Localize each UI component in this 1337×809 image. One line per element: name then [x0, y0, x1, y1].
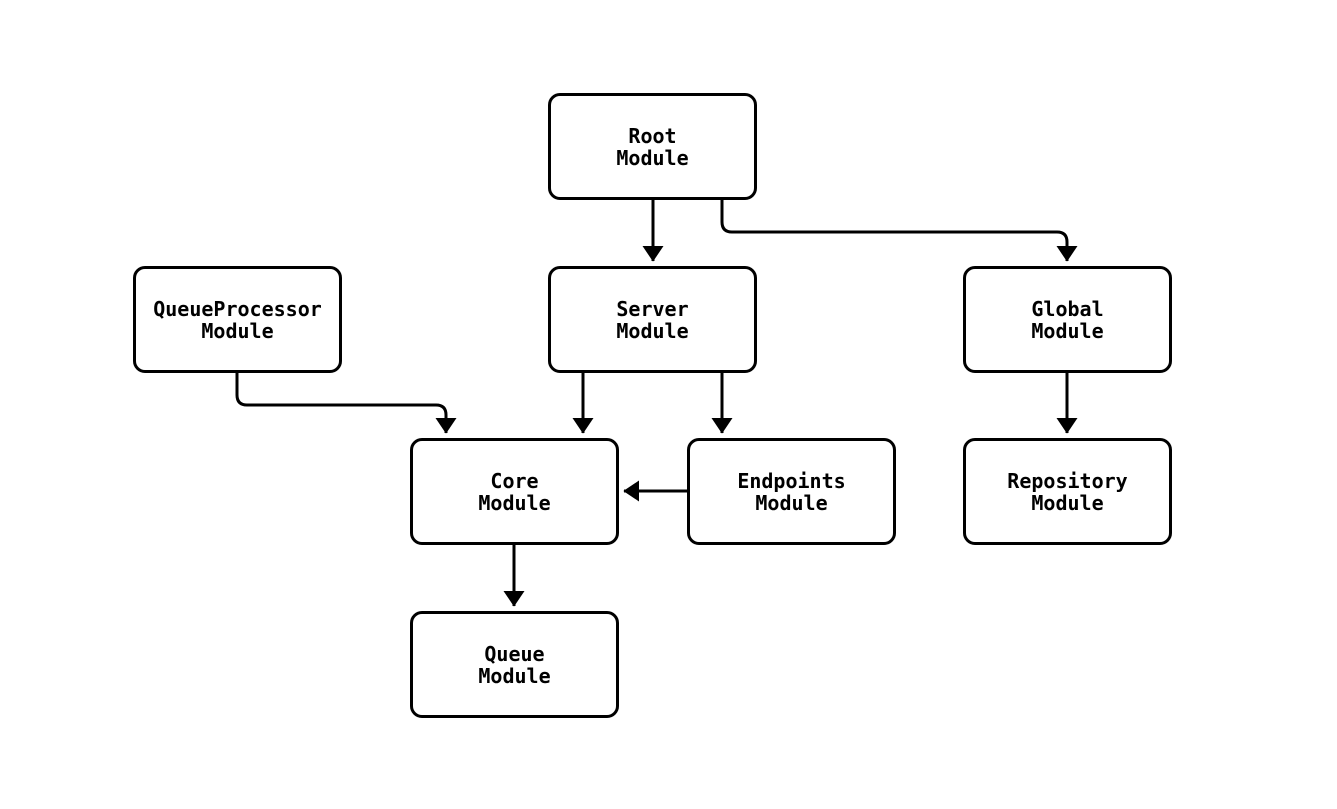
node-label: Endpoints Module — [737, 470, 845, 514]
node-label: Queue Module — [478, 643, 550, 687]
node-core-module: Core Module — [410, 438, 619, 545]
node-label: Global Module — [1031, 298, 1103, 342]
node-label-line1: Core — [490, 468, 539, 493]
node-label-line1: Queue — [484, 641, 545, 666]
node-label-line1: Repository — [1007, 468, 1128, 493]
node-queueprocessor-module: QueueProcessor Module — [133, 266, 342, 373]
edge-root-to-global — [720, 200, 1078, 262]
node-global-module: Global Module — [963, 266, 1172, 373]
node-label-line2: Module — [616, 318, 689, 343]
node-label: Root Module — [616, 125, 688, 169]
node-label-line1: Endpoints — [737, 468, 846, 493]
edge-queueprocessor-to-core — [235, 373, 457, 434]
node-label-line1: Server — [616, 296, 689, 321]
node-root-module: Root Module — [548, 93, 757, 200]
node-endpoints-module: Endpoints Module — [687, 438, 896, 545]
node-label-line2: Module — [1031, 318, 1104, 343]
node-server-module: Server Module — [548, 266, 757, 373]
node-label-line2: Module — [478, 490, 551, 515]
node-label-line1: Global — [1031, 296, 1104, 321]
node-label-line2: Module — [478, 663, 551, 688]
node-label-line2: Module — [755, 490, 828, 515]
node-label: Repository Module — [1007, 470, 1127, 514]
node-queue-module: Queue Module — [410, 611, 619, 718]
node-label-line2: Module — [201, 318, 274, 343]
node-label: QueueProcessor Module — [153, 298, 322, 342]
node-label-line1: Root — [628, 123, 677, 148]
node-label: Core Module — [478, 470, 550, 514]
node-label-line2: Module — [1031, 490, 1104, 515]
node-repository-module: Repository Module — [963, 438, 1172, 545]
node-label: Server Module — [616, 298, 688, 342]
node-label-line2: Module — [616, 145, 689, 170]
node-label-line1: QueueProcessor — [153, 296, 322, 321]
